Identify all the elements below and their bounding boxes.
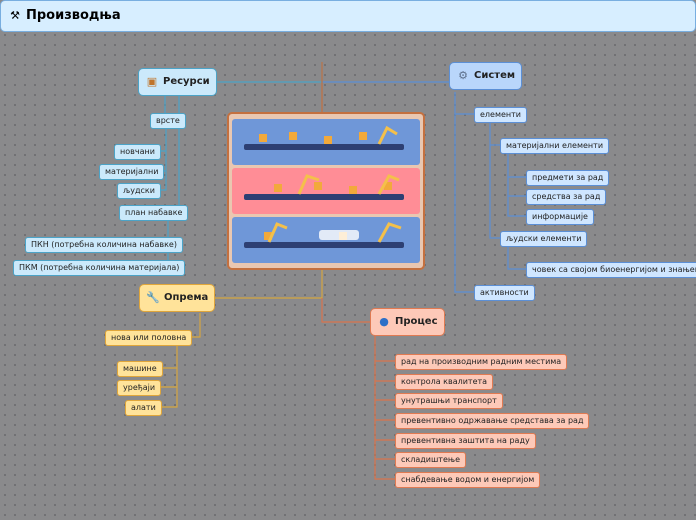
equipment-node[interactable]: 🔧 Опрема [139,284,216,312]
process-item-preventive-maintenance[interactable]: превентивно одржавање средстава за рад [395,413,590,429]
process-label: Процес [395,316,438,327]
line-system-2 [489,121,500,239]
equipment-label: Опрема [164,292,209,303]
gear-icon: ⚙ [458,69,468,82]
process-item-internal-transport[interactable]: унутрашњи транспорт [395,393,503,409]
wrench-icon: 🔧 [146,291,160,304]
conveyor-band-middle [232,168,420,214]
equipment-item-new-or-used[interactable]: нова или половна [105,330,193,346]
equipment-item-machines[interactable]: машине [117,361,163,377]
process-item-workplaces[interactable]: рад на производним радним местима [395,354,568,370]
box-icon: ▣ [146,75,158,88]
line-root-resources [207,62,323,83]
equipment-item-devices[interactable]: уређаји [117,380,162,396]
line-root-equipment [207,270,323,299]
central-image [227,112,425,270]
root-label: Производња [26,8,121,23]
line-system-4 [507,245,526,270]
system-item-elements[interactable]: елементи [474,107,528,123]
line-process [374,336,395,480]
system-item-material-elements[interactable]: материјални елементи [500,138,610,154]
system-item-means-of-labor[interactable]: средства за рад [526,189,607,205]
process-item-quality-control[interactable]: контрола квалитета [395,374,494,390]
resources-item-procurement-plan[interactable]: план набавке [119,205,189,221]
resources-label: Ресурси [163,76,210,87]
system-node[interactable]: ⚙ Систем [449,62,523,90]
system-item-human-elements[interactable]: људски елементи [500,231,588,247]
system-item-information[interactable]: информације [526,209,594,225]
factory-illustration [232,119,420,263]
resources-item-pkn[interactable]: ПКН (потребна количина набавке) [25,237,183,253]
line-root-process [321,298,370,323]
process-item-safety[interactable]: превентивна заштита на раду [395,433,536,449]
resources-item-pkm[interactable]: ПКМ (потребна количина материјала) [13,260,186,276]
resources-item-financial[interactable]: новчани [114,144,161,160]
system-item-objects-of-labor[interactable]: предмети за рад [526,170,610,186]
resources-node[interactable]: ▣ Ресурси [138,68,217,96]
system-item-activities[interactable]: активности [474,285,535,301]
hammer-pick-icon: ⚒ [10,9,20,22]
system-label: Систем [474,70,516,81]
process-node[interactable]: ● Процес [370,308,445,336]
equipment-item-tools[interactable]: алати [125,400,162,416]
resources-item-human[interactable]: људски [117,183,161,199]
process-item-water-energy[interactable]: снабдевање водом и енергијом [395,472,541,488]
process-item-storage[interactable]: складиштење [395,452,466,468]
root-node[interactable]: ⚒ Производња [0,0,696,32]
resources-item-kinds[interactable]: врсте [150,113,186,129]
system-item-human-with-energy[interactable]: човек са својом биоенергијом и знањем [526,262,696,278]
globe-icon: ● [379,315,389,328]
line-system [454,92,474,293]
resources-item-material[interactable]: материјални [99,164,165,180]
line-system-3 [507,152,526,217]
